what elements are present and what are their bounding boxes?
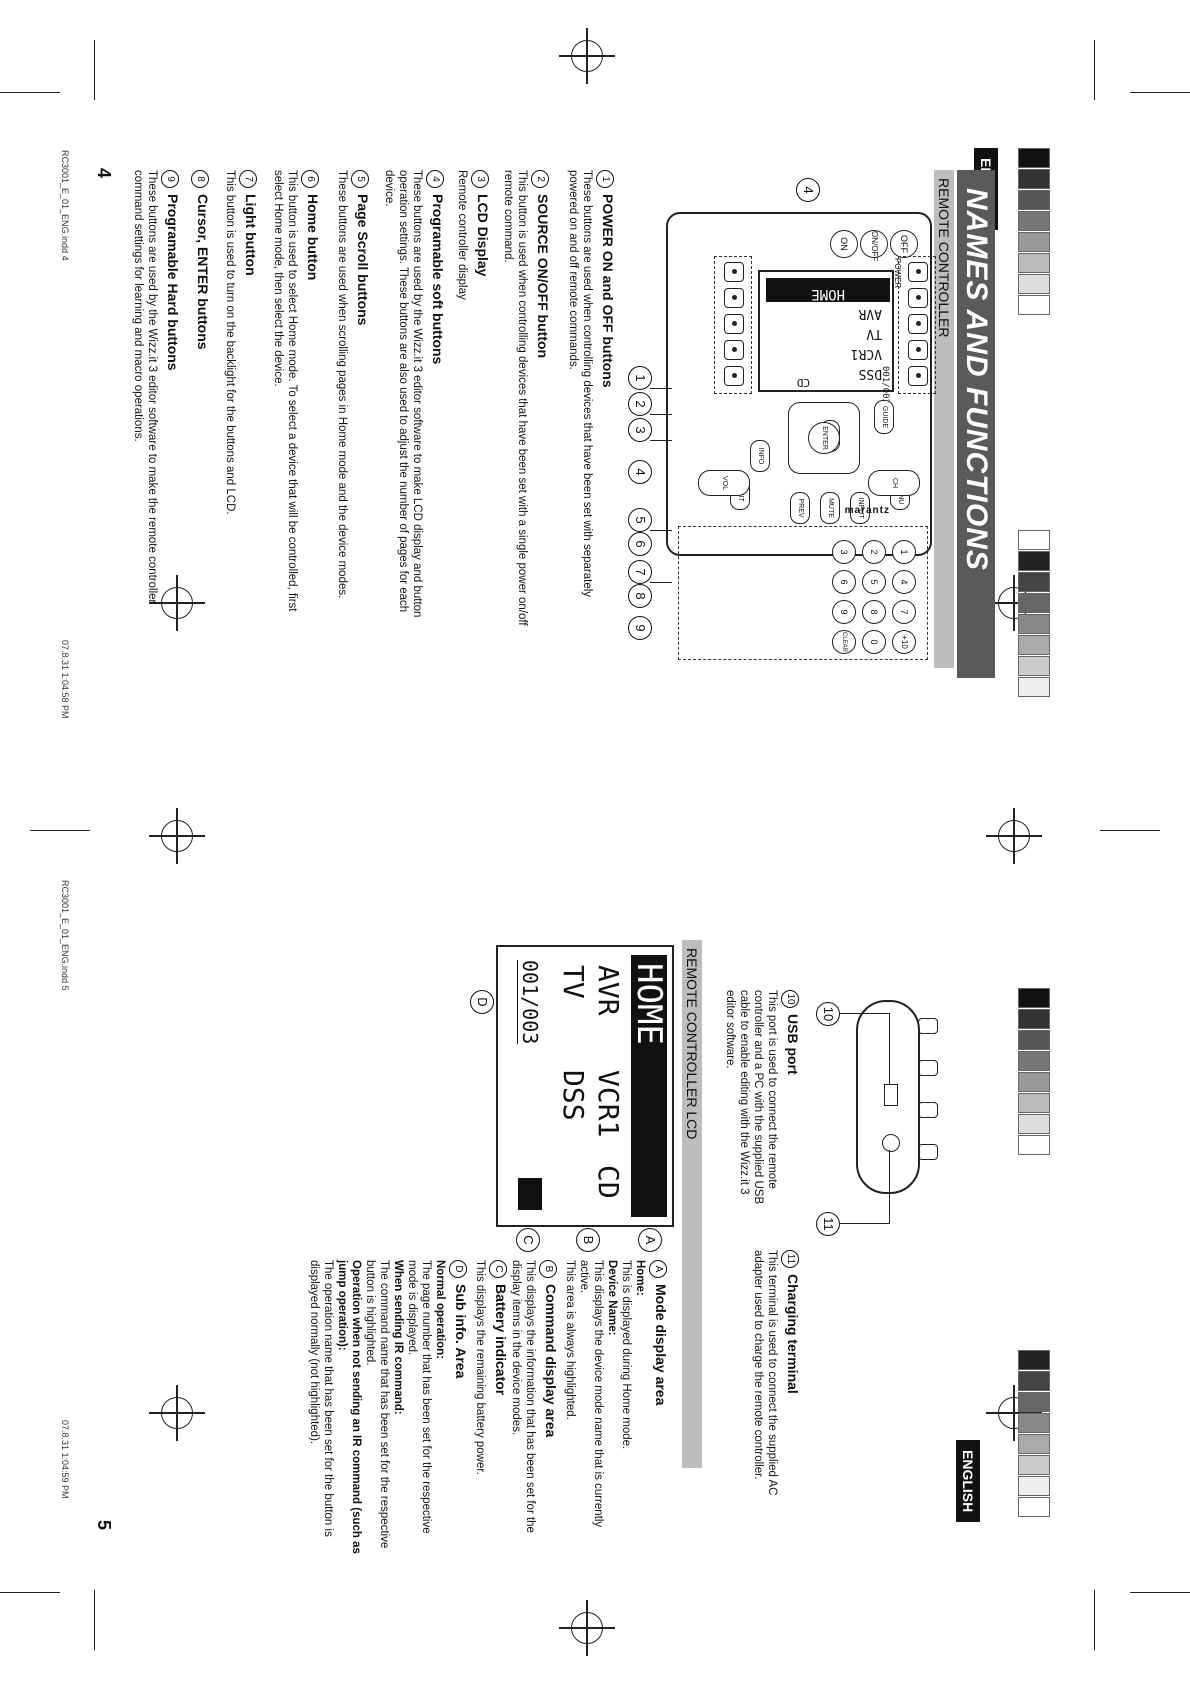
item-B: BCommand display area This displays the … — [510, 1260, 559, 1533]
callout-9-right: 9 — [628, 616, 652, 640]
large-lcd-tv: TV — [557, 965, 590, 999]
footer-date-right: 07.8.31 1:04:59 PM — [60, 1420, 70, 1499]
footer-file-left: RC3001_E_01_ENG.indd 4 — [60, 150, 70, 261]
subsection-bar: REMOTE CONTROLLER — [934, 170, 954, 668]
side-button-row — [918, 1018, 938, 1160]
section-title: NAMES AND FUNCTIONS — [957, 170, 995, 678]
color-bar — [1018, 1350, 1050, 1518]
large-lcd-sub-info: 001/003 — [517, 960, 542, 1045]
battery-icon — [518, 1178, 542, 1210]
info-button: INFO — [750, 440, 770, 472]
soft-buttons-right — [724, 262, 744, 386]
callout-A: A — [638, 1228, 662, 1252]
item-9: 9Programable Hard buttons These buttons … — [132, 170, 181, 604]
callout-7: 7 — [628, 560, 652, 584]
page-number-5: 5 — [94, 1520, 114, 1531]
item-11: 11Charging terminal This terminal is use… — [752, 1250, 801, 1496]
callout-4-bottom: 4 — [628, 460, 652, 484]
enter-button: ENTER — [808, 422, 840, 454]
callout-8: 8 — [628, 584, 652, 608]
callout-4-top: 4 — [796, 178, 820, 202]
lcd-mode-home: HOME — [766, 278, 890, 302]
item-7: 7Light button This button is used to tur… — [224, 170, 259, 515]
large-lcd-vcr1: VCR1 — [592, 1070, 625, 1138]
color-bar — [1018, 530, 1050, 698]
callout-C: C — [516, 1228, 540, 1252]
large-lcd-avr: AVR — [592, 965, 625, 1016]
prev-button: PREV — [790, 492, 810, 524]
callout-5: 5 — [628, 508, 652, 532]
power-off-button: OFF — [890, 230, 918, 258]
hard-buttons-group — [678, 526, 928, 660]
brand-logo: marantz — [844, 505, 890, 516]
callout-1: 1 — [628, 366, 652, 390]
callout-6: 6 — [628, 532, 652, 556]
large-lcd-dss: DSS — [557, 1070, 590, 1121]
lcd-line-cd: CD — [796, 376, 810, 389]
guide-button: GUIDE — [874, 400, 894, 434]
item-2: 2SOURCE ON/OFF button This button is use… — [502, 170, 551, 626]
callout-11: 11 — [816, 1212, 840, 1236]
page-number-4: 4 — [94, 168, 114, 179]
callout-2: 2 — [628, 392, 652, 416]
item-3: 3LCD Display Remote controller display — [456, 170, 491, 300]
volume-rocker: VOL — [698, 470, 750, 496]
lcd-line-dss: DSS — [858, 366, 882, 381]
item-8: 8Cursor, ENTER buttons — [189, 170, 211, 640]
charging-terminal-icon — [882, 1134, 900, 1152]
lcd-line-tv: TV — [866, 326, 882, 341]
registration-mark — [149, 808, 205, 864]
item-1: 1POWER ON and OFF buttons These buttons … — [567, 170, 616, 598]
mute-button: MUTE — [820, 492, 840, 524]
footer-file-right: RC3001_E_01_ENG.indd 5 — [60, 880, 70, 991]
english-tab-right: ENGLISH — [956, 1440, 980, 1523]
callout-3: 3 — [628, 418, 652, 442]
soft-buttons-left — [908, 262, 928, 386]
item-D: DSub info. Area Normal operation: The pa… — [308, 1260, 469, 1554]
registration-mark — [559, 1600, 615, 1656]
large-lcd-cd: CD — [592, 1165, 625, 1199]
lcd-subsection-bar: REMOTE CONTROLLER LCD — [682, 940, 702, 1468]
item-5: 5Page Scroll buttons These buttons are u… — [336, 170, 371, 599]
callout-D: D — [470, 990, 494, 1014]
item-C: CBattery indicator This displays the rem… — [474, 1260, 509, 1475]
color-bar — [1018, 988, 1050, 1156]
item-4: 4Programable soft buttons These buttons … — [383, 170, 446, 618]
footer-date-left: 07.8.31 1:04:58 PM — [60, 640, 70, 719]
lcd-line-avr: AVR — [858, 306, 882, 321]
power-on-button: ON — [830, 230, 858, 258]
lcd-sub-info: 001/003 — [880, 366, 890, 404]
item-A: AMode display area Home: This is display… — [564, 1260, 669, 1528]
source-on-off-button: ON/OFF — [860, 230, 888, 261]
callout-B: B — [576, 1228, 600, 1252]
callout-10: 10 — [816, 1002, 840, 1026]
registration-mark — [559, 28, 615, 84]
lcd-line-vcr1: VCR1 — [850, 346, 882, 361]
channel-rocker: CH — [868, 470, 920, 496]
registration-mark — [149, 1385, 205, 1441]
item-6: 6Home button This button is used to sele… — [272, 170, 321, 612]
usb-port-icon — [884, 1084, 898, 1106]
color-bar — [1018, 148, 1050, 316]
item-10: 10USB port This port is used to connect … — [724, 990, 801, 1205]
large-lcd-mode-area: HOME — [629, 955, 669, 1217]
registration-mark — [986, 808, 1042, 864]
